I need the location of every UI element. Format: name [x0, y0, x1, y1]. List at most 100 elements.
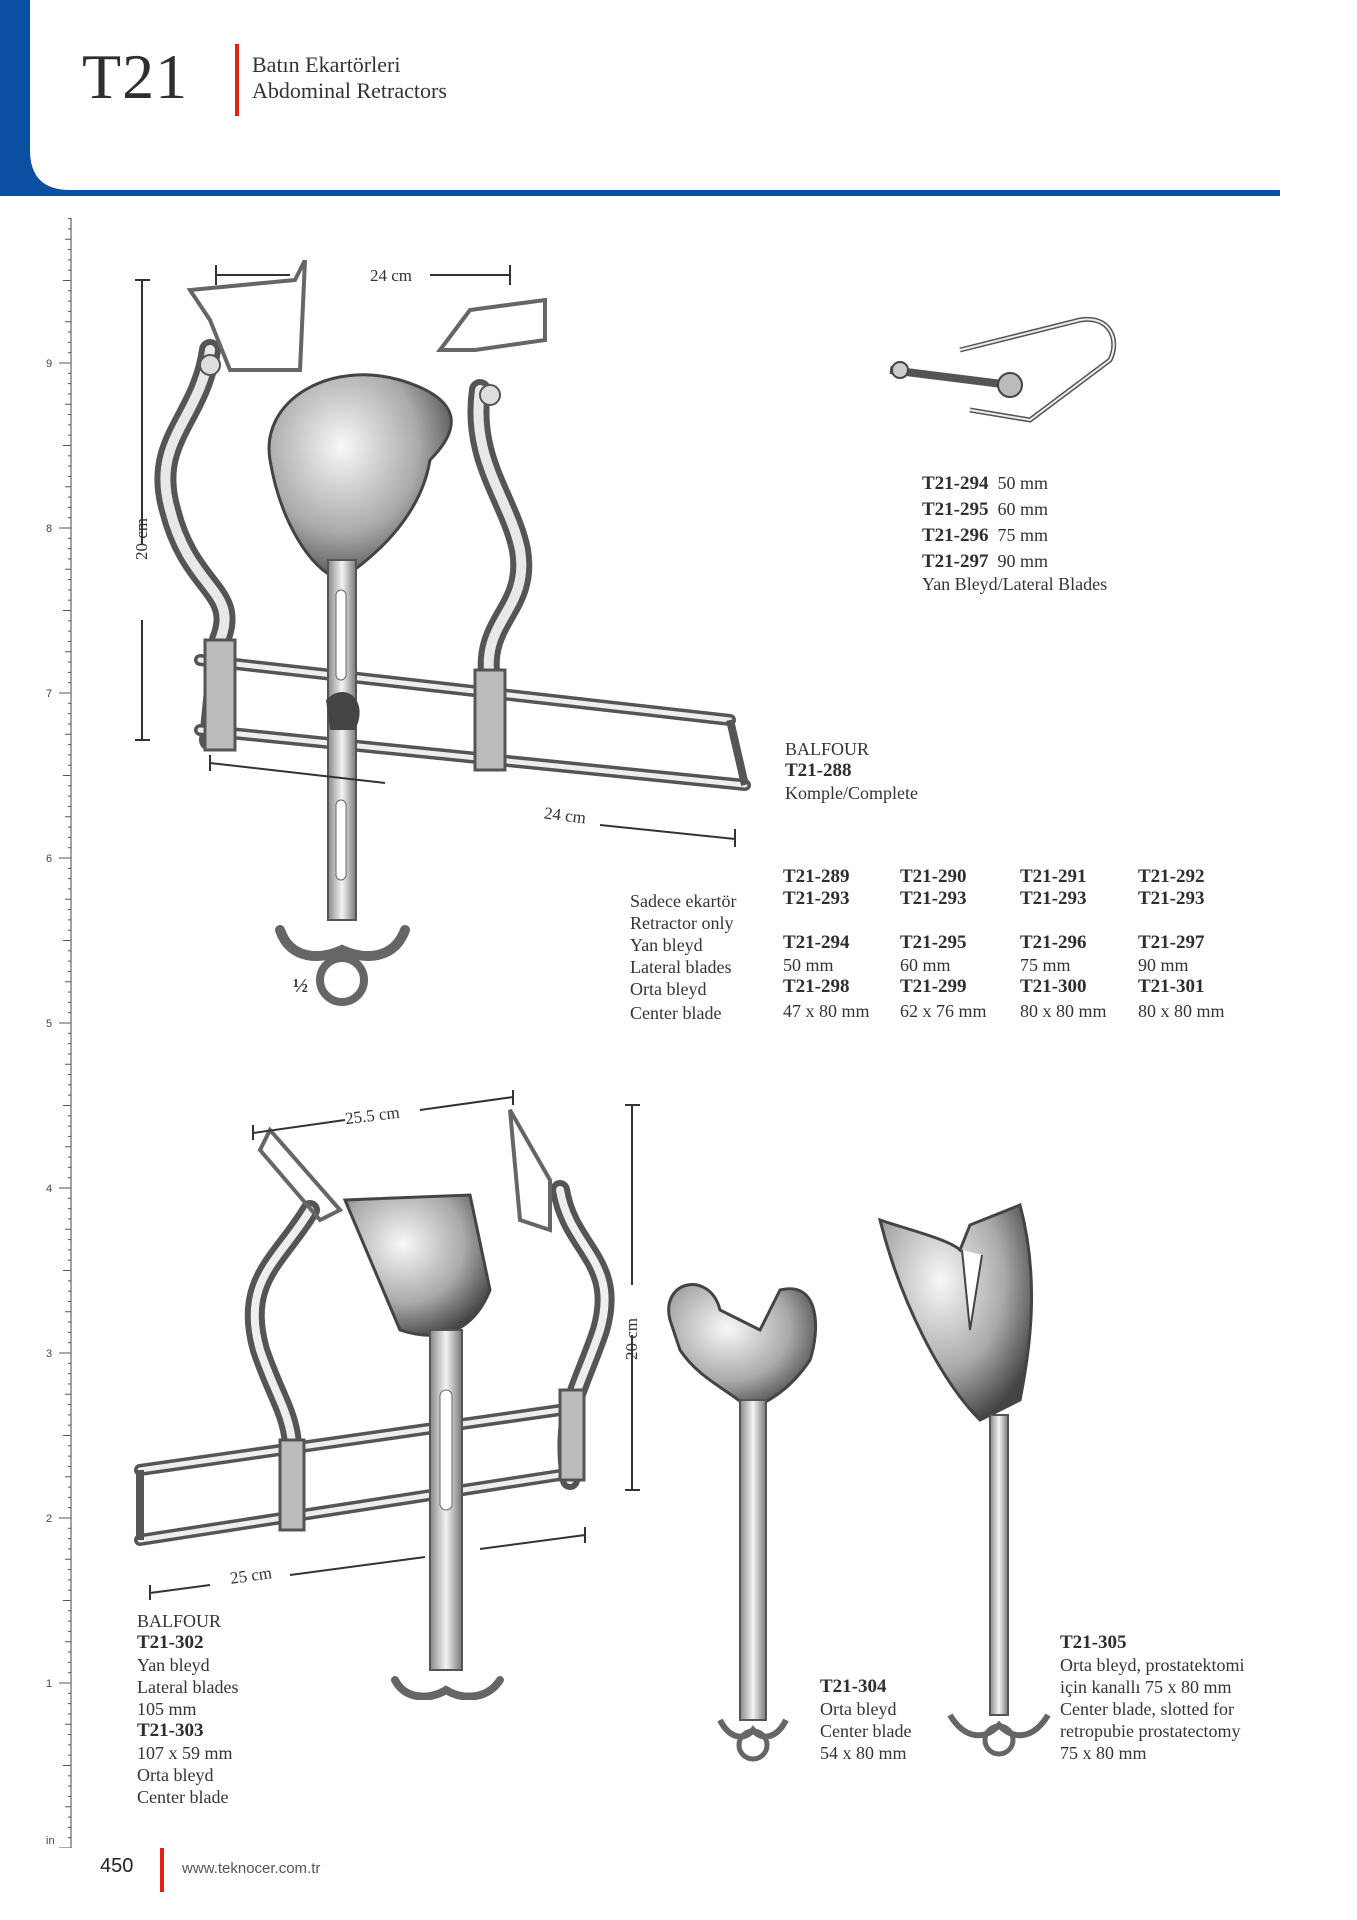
retractor-code: T21-293: [1138, 888, 1205, 909]
retractor-code: T21-293: [900, 888, 967, 909]
title-turkish: Batın Ekartörleri: [252, 52, 401, 77]
header-divider: [235, 44, 239, 116]
balfour-302-lateral-tr: Yan bleyd: [137, 1655, 210, 1675]
dimension-line-bottom-1: [209, 755, 736, 847]
lateral-size: 60 mm: [900, 955, 951, 975]
ruler-label: 8: [46, 523, 52, 535]
center-blade-t21-305-illustration: [877, 1202, 1051, 1757]
dim-height-1: 20 cm: [132, 517, 151, 560]
ruler-label: 1: [46, 1678, 52, 1690]
lateral-code-4: T21-297: [922, 551, 989, 572]
lateral-code: T21-297: [1138, 932, 1205, 953]
ruler-label: 6: [46, 853, 52, 865]
ruler-unit-label: in: [46, 1835, 55, 1847]
lateral-item-1: T21-294 50 mm: [922, 472, 1107, 495]
lateral-code-2: T21-295: [922, 499, 989, 520]
lateral-size: 50 mm: [783, 955, 834, 975]
header-band: [0, 0, 1280, 196]
t21-305-tr-2: için kanallı 75 x 80 mm: [1060, 1677, 1232, 1697]
t21-304-en: Center blade: [820, 1721, 912, 1741]
lateral-blade-list: T21-294 50 mm T21-295 60 mm T21-296 75 m…: [922, 472, 1107, 595]
t21-303-code: T21-303: [137, 1720, 204, 1741]
column-head: T21-290: [900, 866, 967, 887]
t21-303-size: 107 x 59 mm: [137, 1743, 233, 1763]
balfour-302-lateral-size: 105 mm: [137, 1699, 197, 1719]
ruler-label: 7: [46, 688, 52, 700]
balfour-302-lateral-en: Lateral blades: [137, 1677, 239, 1697]
lateral-size-3: 75 mm: [997, 525, 1049, 545]
row-label-retractor-tr: Sadece ekartör: [630, 891, 737, 911]
lateral-blades-caption: Yan Bleyd/Lateral Blades: [922, 574, 1108, 594]
center-size: 80 x 80 mm: [1020, 1001, 1107, 1021]
center-code: T21-301: [1138, 976, 1205, 997]
t21-304-code: T21-304: [820, 1676, 887, 1697]
row-label-center-tr: Orta bleyd: [630, 979, 707, 999]
page-number: 450: [100, 1855, 134, 1877]
table-column-2: T21-290 T21-293 T21-295 60 mm T21-299 62…: [900, 866, 987, 1022]
dim-top-width-1: 24 cm: [370, 266, 413, 285]
website-link[interactable]: www.teknocer.com.tr: [182, 1860, 321, 1877]
t21-305-en-2: retropubie prostatectomy: [1060, 1721, 1241, 1741]
t21-303-center-tr: Orta bleyd: [137, 1765, 214, 1785]
lateral-code: T21-296: [1020, 932, 1087, 953]
lateral-code-1: T21-294: [922, 473, 989, 494]
retractor-code: T21-293: [1020, 888, 1087, 909]
center-code: T21-299: [900, 976, 967, 997]
t21-305-label: T21-305 Orta bleyd, prostatektomi için k…: [1060, 1632, 1244, 1764]
balfour-retractor-t21-302-illustration: [134, 1109, 615, 1700]
balfour-288-desc: Komple/Complete: [785, 783, 918, 803]
retractor-code: T21-293: [783, 888, 850, 909]
ruler-label: 3: [46, 1348, 52, 1360]
center-size: 62 x 76 mm: [900, 1001, 987, 1021]
t21-305-tr-1: Orta bleyd, prostatektomi: [1060, 1655, 1245, 1675]
row-label-lateral-en: Lateral blades: [630, 957, 732, 977]
t21-303-center-en: Center blade: [137, 1787, 229, 1807]
t21-305-size: 75 x 80 mm: [1060, 1743, 1147, 1763]
balfour-302-code: T21-302: [137, 1632, 204, 1653]
balfour-288-label: BALFOUR T21-288 Komple/Complete: [785, 738, 918, 804]
t21-304-label: T21-304 Orta bleyd Center blade 54 x 80 …: [820, 1676, 911, 1764]
balfour-302-name: BALFOUR: [137, 1611, 222, 1631]
column-head: T21-289: [783, 866, 850, 887]
lateral-code-3: T21-296: [922, 525, 989, 546]
table-column-3: T21-291 T21-293 T21-296 75 mm T21-300 80…: [1020, 866, 1107, 1022]
row-label-center-en: Center blade: [630, 1003, 722, 1023]
footer-divider: [160, 1848, 164, 1892]
row-label-lateral-tr: Yan bleyd: [630, 935, 703, 955]
t21-305-en-1: Center blade, slotted for: [1060, 1699, 1234, 1719]
lateral-size-2: 60 mm: [997, 499, 1049, 519]
scale-half-label: ½: [293, 975, 308, 997]
balfour-302-label: BALFOUR T21-302 Yan bleyd Lateral blades…: [137, 1610, 238, 1808]
dimension-lines-2: [252, 1090, 640, 1491]
ruler-label: 2: [46, 1513, 52, 1525]
inch-ruler: 9 8 7 6 5 4 3 2 1 in: [46, 218, 72, 1848]
chapter-code: T21: [82, 41, 189, 112]
table-column-4: T21-292 T21-293 T21-297 90 mm T21-301 80…: [1138, 866, 1225, 1022]
ruler-label: 5: [46, 1018, 52, 1030]
ruler-label: 4: [46, 1183, 52, 1195]
lateral-item-2: T21-295 60 mm: [922, 498, 1107, 521]
lateral-item-4: T21-297 90 mm: [922, 550, 1107, 573]
balfour-288-name: BALFOUR: [785, 739, 870, 759]
title-english: Abdominal Retractors: [252, 78, 447, 103]
lateral-size-1: 50 mm: [997, 473, 1049, 493]
column-head: T21-292: [1138, 866, 1205, 887]
t21-305-code: T21-305: [1060, 1632, 1127, 1653]
center-size: 80 x 80 mm: [1138, 1001, 1225, 1021]
t21-304-tr: Orta bleyd: [820, 1699, 897, 1719]
center-blade-t21-304-illustration: [667, 1283, 818, 1762]
t21-304-size: 54 x 80 mm: [820, 1743, 907, 1763]
lateral-size: 90 mm: [1138, 955, 1189, 975]
lateral-item-3: T21-296 75 mm: [922, 524, 1107, 547]
ruler-label: 9: [46, 358, 52, 370]
center-size: 47 x 80 mm: [783, 1001, 870, 1021]
dimension-lines-1: [135, 265, 511, 741]
dimension-line-bottom-2: [149, 1527, 586, 1600]
balfour-retractor-t21-288-illustration: [154, 260, 751, 1006]
table-column-1: T21-289 T21-293 T21-294 50 mm T21-298 47…: [783, 866, 870, 1022]
lateral-code: T21-295: [900, 932, 967, 953]
lateral-code: T21-294: [783, 932, 850, 953]
column-head: T21-291: [1020, 866, 1087, 887]
row-label-retractor-en: Retractor only: [630, 913, 734, 933]
lateral-size: 75 mm: [1020, 955, 1071, 975]
